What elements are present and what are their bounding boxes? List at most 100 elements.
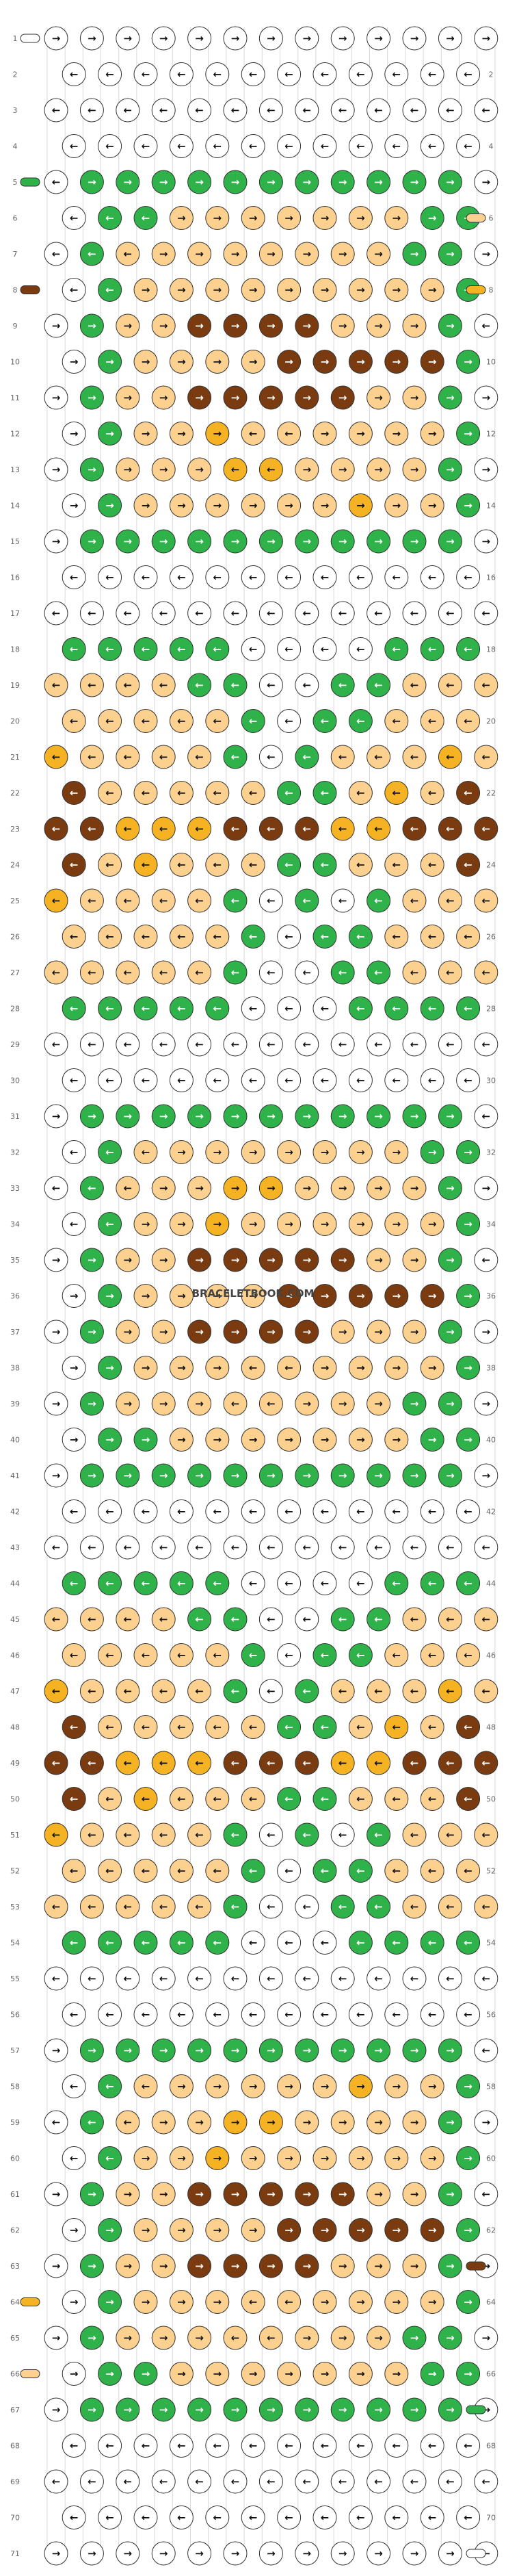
- knot-arrow: ←: [338, 1901, 347, 1913]
- row-number-right: 46: [486, 1651, 496, 1660]
- knot-arrow: ←: [70, 1003, 79, 1015]
- knot: [79, 2397, 104, 2422]
- knot: [330, 1966, 355, 1991]
- knot-arrow: →: [392, 2368, 401, 2380]
- knot: [384, 2290, 409, 2314]
- knot: [169, 853, 194, 877]
- knot: [312, 278, 337, 302]
- knot-arrow: ←: [124, 1182, 133, 1194]
- knot-arrow: ←: [105, 1793, 114, 1805]
- knot-arrow: ←: [70, 2081, 79, 2093]
- knot: [420, 1571, 444, 1595]
- knot: [79, 1679, 104, 1703]
- knot-arrow: ←: [321, 68, 330, 81]
- knot: [241, 134, 265, 158]
- knot: [438, 1248, 462, 1272]
- knot: [277, 853, 302, 877]
- knot: [330, 457, 355, 482]
- knot-arrow: ←: [231, 1613, 240, 1625]
- knot-arrow: →: [303, 2332, 312, 2344]
- knot-arrow: →: [303, 1469, 312, 1482]
- knot: [348, 2218, 373, 2242]
- row-number-right: 60: [486, 2154, 496, 2163]
- knot: [151, 673, 176, 697]
- knot-arrow: →: [356, 1290, 365, 1302]
- knot-arrow: ←: [231, 823, 240, 835]
- knot-arrow: ←: [105, 2152, 114, 2165]
- knot: [205, 925, 230, 949]
- knot-arrow: ←: [213, 1721, 222, 1734]
- knot-arrow: ←: [105, 284, 114, 296]
- row-number-right: 32: [486, 1148, 496, 1157]
- knot: [151, 2469, 176, 2494]
- knot-arrow: ←: [392, 1074, 401, 1087]
- knot-arrow: →: [195, 2547, 204, 2560]
- knot: [295, 1463, 319, 1488]
- knot-arrow: ←: [142, 931, 150, 943]
- knot: [169, 134, 194, 158]
- knot: [44, 2038, 68, 2063]
- knot: [98, 1931, 122, 1955]
- knot-arrow: →: [410, 320, 419, 332]
- knot-arrow: →: [303, 1254, 312, 1266]
- knot-arrow: ←: [124, 823, 133, 835]
- knot: [420, 1428, 444, 1452]
- row-number-left: 44: [10, 1580, 20, 1588]
- knot: [98, 2290, 122, 2314]
- knot-arrow: ←: [284, 1003, 293, 1015]
- knot-arrow: →: [321, 428, 330, 440]
- knot: [420, 1068, 444, 1092]
- knot-arrow: ←: [267, 1398, 276, 1410]
- knot-arrow: ←: [124, 1829, 133, 1841]
- knot: [116, 745, 140, 769]
- row-number-right: 42: [486, 1508, 496, 1517]
- knot: [456, 1428, 481, 1452]
- knot: [402, 26, 427, 51]
- knot-arrow: →: [195, 32, 204, 44]
- knot-arrow: ←: [482, 1685, 491, 1697]
- knot: [258, 242, 283, 266]
- knot-arrow: ←: [303, 751, 312, 763]
- knot: [330, 1822, 355, 1847]
- knot-arrow: →: [410, 1326, 419, 1338]
- knot-arrow: →: [446, 320, 455, 332]
- knot: [295, 601, 319, 626]
- knot: [384, 1931, 409, 1955]
- knot: [205, 996, 230, 1020]
- row-number-right: 68: [486, 2442, 496, 2451]
- knot-arrow: →: [267, 1469, 276, 1482]
- knot: [402, 1894, 427, 1919]
- knot: [44, 26, 68, 51]
- knot: [133, 1859, 158, 1883]
- knot: [205, 1428, 230, 1452]
- knot-arrow: ←: [231, 1972, 240, 1985]
- knot: [133, 206, 158, 230]
- knot-arrow: →: [303, 1326, 312, 1338]
- knot-arrow: →: [446, 2044, 455, 2057]
- knot-arrow: ←: [159, 2475, 168, 2488]
- knot-arrow: →: [267, 2547, 276, 2560]
- knot-arrow: ←: [321, 1793, 330, 1805]
- knot-arrow: →: [284, 2368, 293, 2380]
- knot: [62, 2074, 86, 2098]
- knot-arrow: ←: [70, 68, 79, 81]
- knot-arrow: →: [356, 1146, 365, 1159]
- knot-arrow: →: [464, 356, 472, 368]
- knot: [187, 2110, 212, 2135]
- knot-arrow: ←: [446, 1972, 455, 1985]
- knot-arrow: ←: [159, 1829, 168, 1841]
- knot-arrow: →: [105, 1434, 114, 1446]
- knot: [295, 1894, 319, 1919]
- knot: [223, 2541, 248, 2566]
- knot-arrow: →: [303, 248, 312, 260]
- knot: [241, 1068, 265, 1092]
- knot: [133, 1571, 158, 1595]
- row-number-left: 57: [10, 2046, 20, 2055]
- knot: [384, 2434, 409, 2458]
- knot-arrow: ←: [303, 679, 312, 691]
- knot: [312, 925, 337, 949]
- knot-arrow: ←: [284, 1793, 293, 1805]
- knot-arrow: →: [159, 2332, 168, 2344]
- knot: [330, 1032, 355, 1057]
- knot-arrow: ←: [410, 1757, 419, 1769]
